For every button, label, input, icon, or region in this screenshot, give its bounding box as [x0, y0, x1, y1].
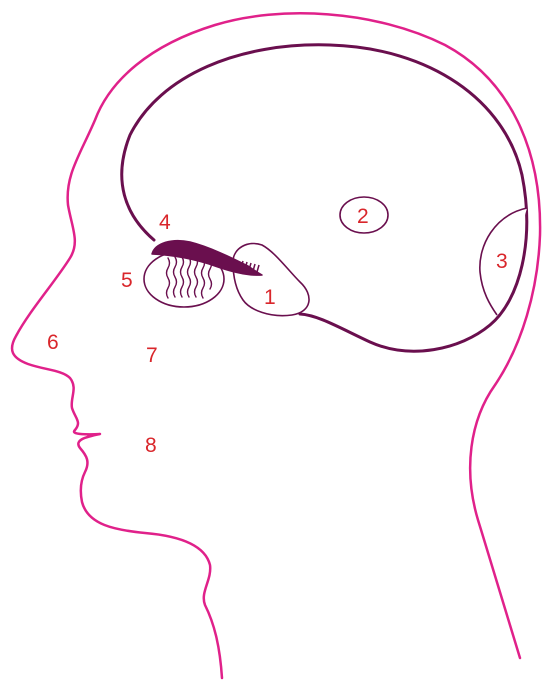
label-6: 6	[47, 331, 59, 354]
label-1: 1	[264, 286, 276, 309]
label-8: 8	[145, 434, 157, 457]
label-4: 4	[159, 211, 171, 234]
label-3: 3	[496, 250, 508, 273]
label-2: 2	[357, 205, 369, 228]
label-7: 7	[146, 344, 158, 367]
label-5: 5	[121, 269, 133, 292]
head-outline	[12, 13, 540, 678]
